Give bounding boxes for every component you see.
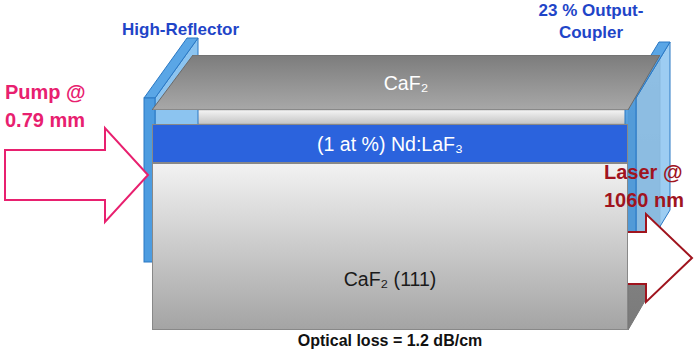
pump-arrow (5, 128, 148, 222)
layer-label: CaF₂ (111) (153, 267, 627, 291)
coupler-label: 23 % Output- Coupler (522, 0, 660, 44)
mirror-label: High-Reflector (122, 20, 272, 40)
loss-label: Optical loss = 1.2 dB/cm (152, 331, 628, 351)
top-cladding: CaF₂ (152, 55, 660, 110)
pump-label: Pump @ 0.79 mm (5, 78, 105, 134)
laser-label: Laser @ 1060 nm (604, 158, 696, 214)
layer-label: CaF₂ (152, 71, 660, 95)
cladding-front (152, 110, 628, 124)
core-layer: (1 at %) Nd:LaF₃ (152, 124, 628, 163)
substrate: CaF₂ (111) (152, 163, 628, 330)
layer-label: (1 at %) Nd:LaF₃ (153, 132, 627, 156)
